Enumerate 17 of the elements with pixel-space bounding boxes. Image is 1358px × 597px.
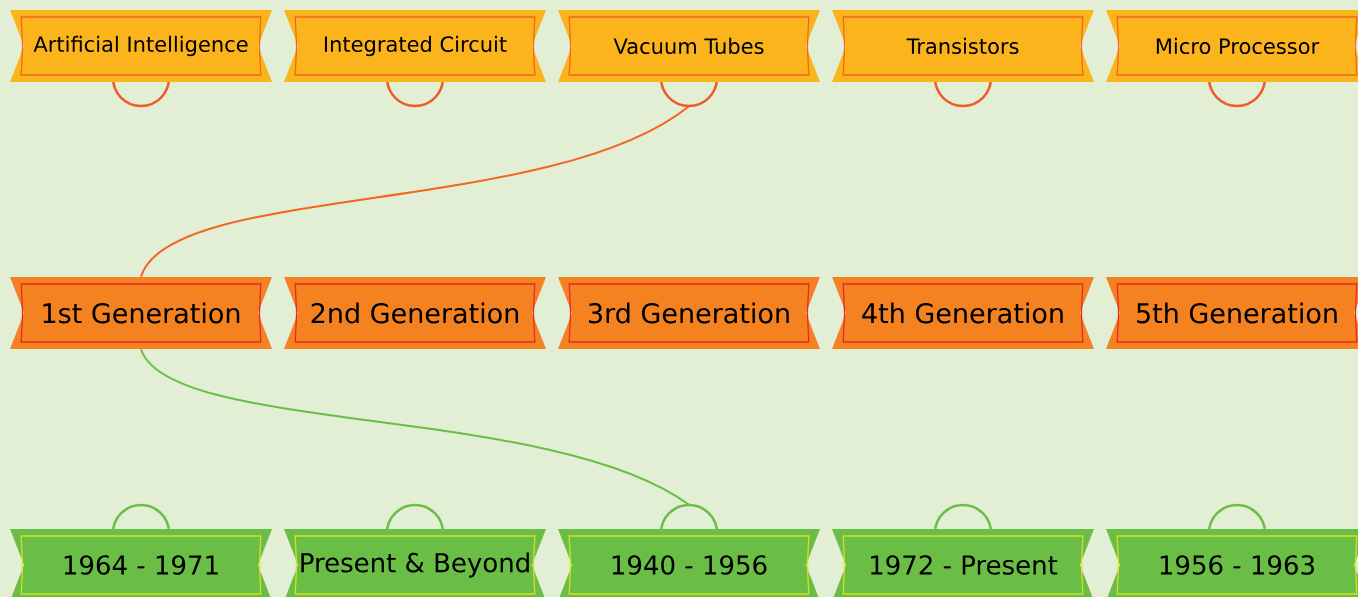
ribbon-banner: 3rd Generation (558, 277, 820, 349)
ribbon-banner: Integrated Circuit (284, 10, 546, 108)
ribbon-banner: Vacuum Tubes (558, 10, 820, 108)
ribbon-banner: Micro Processor (1106, 10, 1358, 108)
ribbon-banner: Artificial Intelligence (10, 10, 272, 108)
ribbon-banner: 4th Generation (832, 277, 1094, 349)
ribbon-banner: 2nd Generation (284, 277, 546, 349)
ribbon-banner: Transistors (832, 10, 1094, 108)
ribbon-banner: 1964 - 1971 (10, 503, 272, 597)
ribbon-banner: 1956 - 1963 (1106, 503, 1358, 597)
ribbon-banner: 5th Generation (1106, 277, 1358, 349)
connector-curve (140, 348, 690, 506)
ribbon-banner: Present & Beyond (284, 503, 546, 597)
connector-curve (140, 105, 690, 278)
ribbon-banner: 1972 - Present (832, 503, 1094, 597)
ribbon-banner: 1st Generation (10, 277, 272, 349)
ribbon-banner: 1940 - 1956 (558, 503, 820, 597)
